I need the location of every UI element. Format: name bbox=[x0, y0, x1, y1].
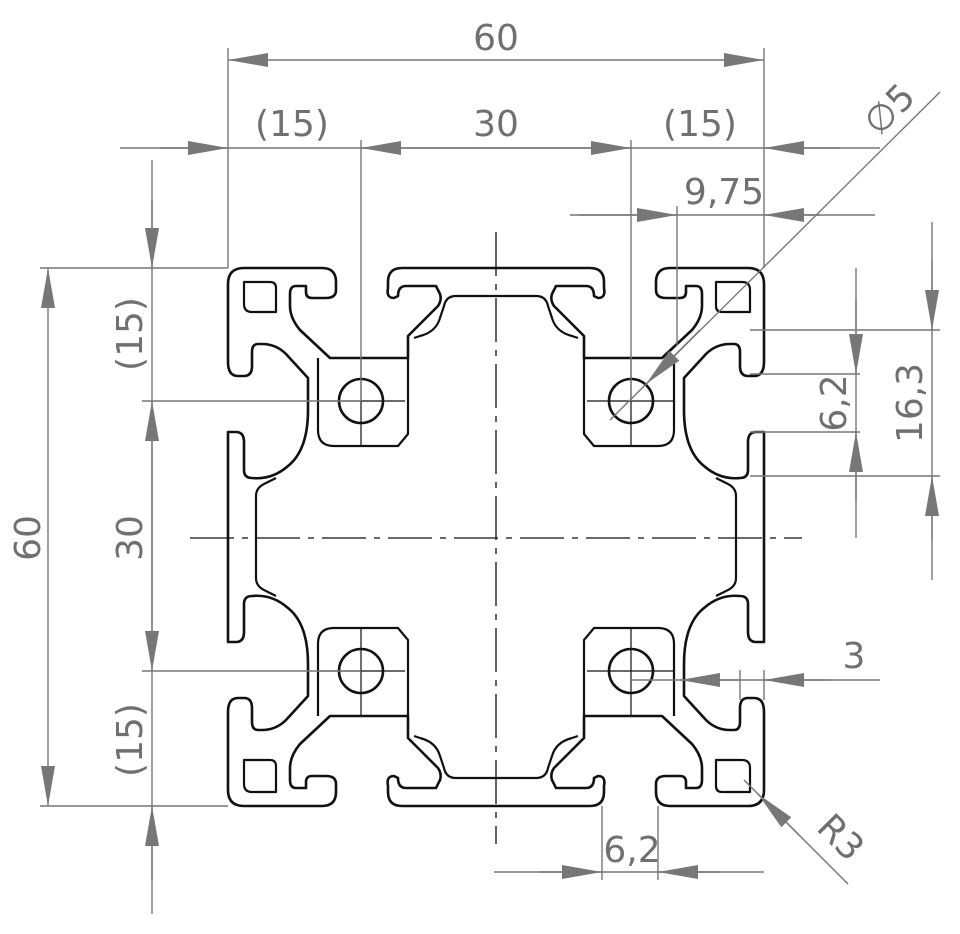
label-top-left-margin: (15) bbox=[255, 104, 329, 145]
label-hole-diameter: ∅5 bbox=[856, 76, 923, 143]
label-left-top-margin: (15) bbox=[110, 297, 151, 371]
label-slot-depth-large: 16,3 bbox=[890, 363, 931, 443]
dimension-labels: 60 (15) 30 (15) 9,75 ∅5 60 (15) 30 (15) … bbox=[8, 18, 931, 871]
label-wall-thickness: 3 bbox=[843, 636, 866, 677]
label-slot-depth-small: 6,2 bbox=[814, 374, 855, 431]
center-lines bbox=[190, 232, 802, 844]
label-left-bottom-margin: (15) bbox=[110, 703, 151, 777]
label-top-right-margin: (15) bbox=[663, 104, 737, 145]
label-corner-radius: R3 bbox=[809, 806, 872, 869]
dimension-lines bbox=[40, 48, 941, 914]
label-slot-width: 6,2 bbox=[603, 830, 660, 871]
label-left-center-spacing: 30 bbox=[110, 515, 151, 561]
label-slot-offset: 9,75 bbox=[684, 172, 764, 213]
label-overall-width: 60 bbox=[473, 18, 519, 59]
label-top-center-spacing: 30 bbox=[473, 104, 519, 145]
label-overall-height: 60 bbox=[8, 515, 49, 561]
